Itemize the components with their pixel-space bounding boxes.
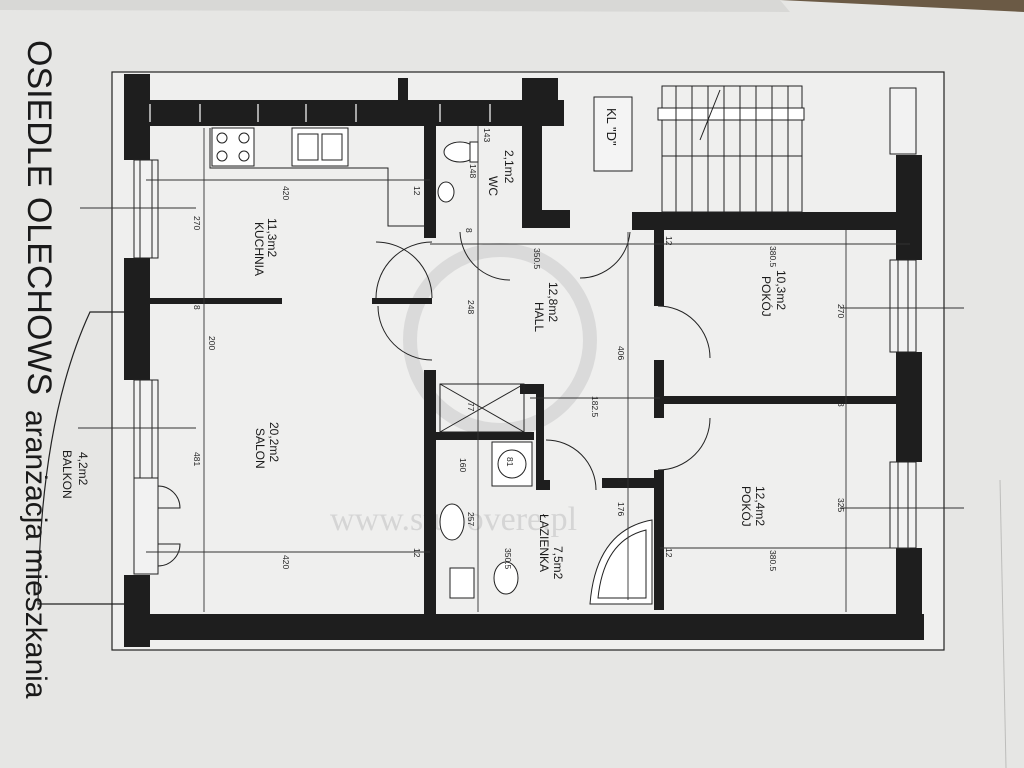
svg-text:257: 257	[466, 512, 476, 526]
svg-text:12: 12	[664, 548, 674, 558]
svg-text:SALON: SALON	[253, 428, 267, 469]
kitchen-stove	[211, 127, 255, 167]
svg-text:270: 270	[836, 304, 846, 318]
bath-fixtures	[439, 383, 653, 605]
svg-text:12,4m2: 12,4m2	[753, 486, 767, 526]
svg-text:12: 12	[412, 186, 422, 196]
svg-text:420: 420	[281, 555, 291, 569]
dimension-lines	[78, 126, 964, 612]
stair-label: KL "D"	[604, 108, 619, 146]
right-windows	[889, 87, 917, 549]
svg-text:WC: WC	[486, 176, 500, 196]
room-label-balcony: BALKON 4,2m2	[60, 450, 90, 499]
svg-text:7,5m2: 7,5m2	[551, 546, 565, 580]
svg-text:8: 8	[616, 478, 626, 483]
svg-text:481: 481	[192, 452, 202, 466]
svg-text:KUCHNIA: KUCHNIA	[252, 222, 266, 276]
svg-text:11,3m2: 11,3m2	[265, 218, 279, 257]
svg-text:176: 176	[616, 502, 626, 516]
svg-text:143: 143	[482, 128, 492, 142]
left-windows	[133, 159, 159, 575]
svg-text:350.5: 350.5	[532, 248, 542, 270]
svg-text:8: 8	[192, 305, 202, 310]
svg-text:148: 148	[468, 164, 478, 178]
room-label-room2: POKÓJ 12,4m2	[739, 486, 767, 527]
room-label-wc: WC 2,1m2	[486, 150, 516, 196]
svg-text:380.5: 380.5	[768, 550, 778, 572]
svg-text:380.5: 380.5	[768, 246, 778, 268]
apartment-title: aranżacja mieszkania	[19, 410, 52, 699]
svg-text:81: 81	[505, 457, 515, 467]
svg-text:248: 248	[466, 300, 476, 314]
kitchen-sink	[291, 127, 349, 167]
svg-text:12,8m2: 12,8m2	[546, 282, 560, 322]
room-label-kitchen: KUCHNIA 11,3m2	[252, 218, 279, 276]
svg-text:325: 325	[836, 498, 846, 512]
svg-text:BALKON: BALKON	[60, 450, 74, 499]
svg-text:160: 160	[458, 458, 468, 472]
svg-text:8: 8	[836, 402, 846, 407]
stair-label-box	[593, 96, 633, 172]
svg-text:8: 8	[464, 228, 474, 233]
balcony-outline	[37, 311, 124, 605]
svg-text:420: 420	[281, 186, 291, 200]
svg-text:270: 270	[192, 216, 202, 230]
svg-text:20,2m2: 20,2m2	[267, 422, 281, 462]
svg-text:77: 77	[466, 402, 476, 412]
svg-text:350.5: 350.5	[503, 548, 513, 570]
svg-text:182.5: 182.5	[590, 396, 600, 418]
watermark-logo	[403, 243, 597, 437]
room-label-bathroom: ŁAZIENKA 7,5m2	[537, 514, 565, 580]
staircase	[657, 85, 805, 213]
svg-text:4,2m2: 4,2m2	[76, 452, 90, 486]
room-label-living: SALON 20,2m2	[253, 422, 281, 469]
room-label-room1: POKÓJ 10,3m2	[759, 270, 788, 317]
dimension-labels: 420 12 270 8 200 481 420 12 148 143 248 …	[192, 128, 846, 572]
svg-text:POKÓJ: POKÓJ	[739, 486, 754, 527]
wc-toilet	[437, 141, 479, 203]
svg-text:12: 12	[412, 548, 422, 558]
room-label-hall: HALL 12,8m2	[532, 282, 560, 332]
doors	[375, 231, 711, 491]
svg-text:12: 12	[664, 236, 674, 246]
kitchen-counter	[209, 128, 426, 227]
svg-text:406: 406	[616, 346, 626, 360]
svg-text:POKÓJ: POKÓJ	[759, 276, 774, 317]
svg-text:10,3m2: 10,3m2	[774, 270, 788, 310]
svg-text:HALL: HALL	[532, 302, 546, 332]
svg-text:2,1m2: 2,1m2	[502, 150, 516, 184]
estate-title: OSIEDLE OLECHOWS	[20, 40, 58, 395]
svg-text:200: 200	[207, 336, 217, 350]
svg-text:ŁAZIENKA: ŁAZIENKA	[537, 514, 551, 572]
